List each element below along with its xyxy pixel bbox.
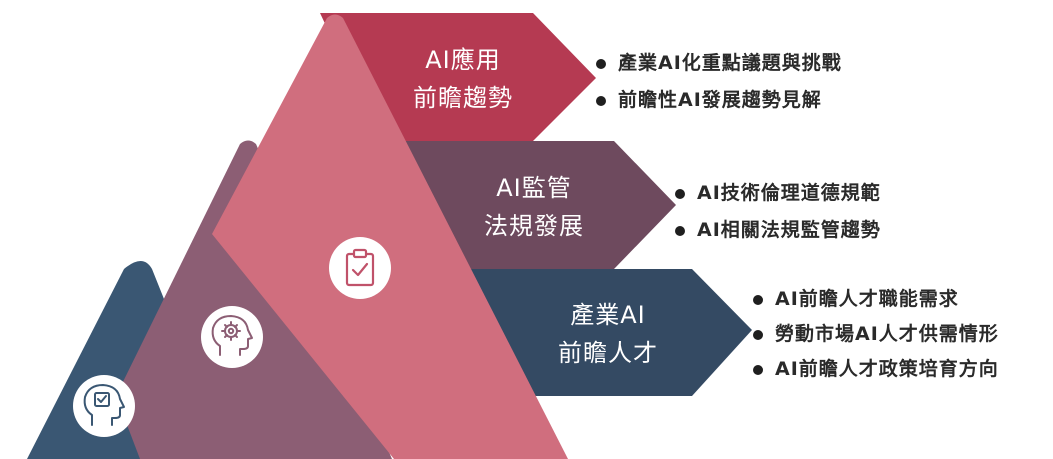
icon-circle-2 bbox=[201, 306, 263, 368]
tier-1-title-line-1: AI應用 bbox=[425, 46, 501, 74]
tier-1-bullet: 前瞻性AI發展趨勢見解 bbox=[596, 82, 842, 119]
tier-2-bullet: AI技術倫理道德規範 bbox=[675, 175, 881, 212]
tier-3-bullet: AI前瞻人才政策培育方向 bbox=[753, 352, 999, 387]
tier-2-title-line-1: AI監管 bbox=[496, 174, 572, 202]
clipboard-check-icon bbox=[345, 248, 375, 287]
tier-3-title-line-2: 前瞻人才 bbox=[558, 339, 658, 367]
tier-2-bullet-list: AI技術倫理道德規範 AI相關法規監管趨勢 bbox=[675, 175, 881, 249]
tier-3-bullet-list: AI前瞻人才職能需求 勞動市場AI人才供需情形 AI前瞻人才政策培育方向 bbox=[753, 282, 999, 387]
ribbon-front bbox=[212, 14, 568, 459]
tier-2-bullet: AI相關法規監管趨勢 bbox=[675, 212, 881, 249]
head-checklist-icon bbox=[83, 384, 125, 426]
tier-3-bullet: AI前瞻人才職能需求 bbox=[753, 282, 999, 317]
icon-circle-3 bbox=[73, 375, 135, 437]
tier-2-title-line-2: 法規發展 bbox=[484, 212, 584, 240]
tier-1-bullet: 產業AI化重點議題與挑戰 bbox=[596, 45, 842, 82]
ribbon-middle bbox=[116, 140, 392, 459]
tier-3-bullet: 勞動市場AI人才供需情形 bbox=[753, 317, 999, 352]
tier-1-bullet-list: 產業AI化重點議題與挑戰 前瞻性AI發展趨勢見解 bbox=[596, 45, 842, 119]
tier-1-title-line-2: 前瞻趨勢 bbox=[413, 84, 513, 112]
tier-3-title-line-1: 產業AI bbox=[570, 301, 646, 329]
icon-circle-1 bbox=[329, 237, 391, 299]
gear-head-icon bbox=[211, 315, 253, 356]
